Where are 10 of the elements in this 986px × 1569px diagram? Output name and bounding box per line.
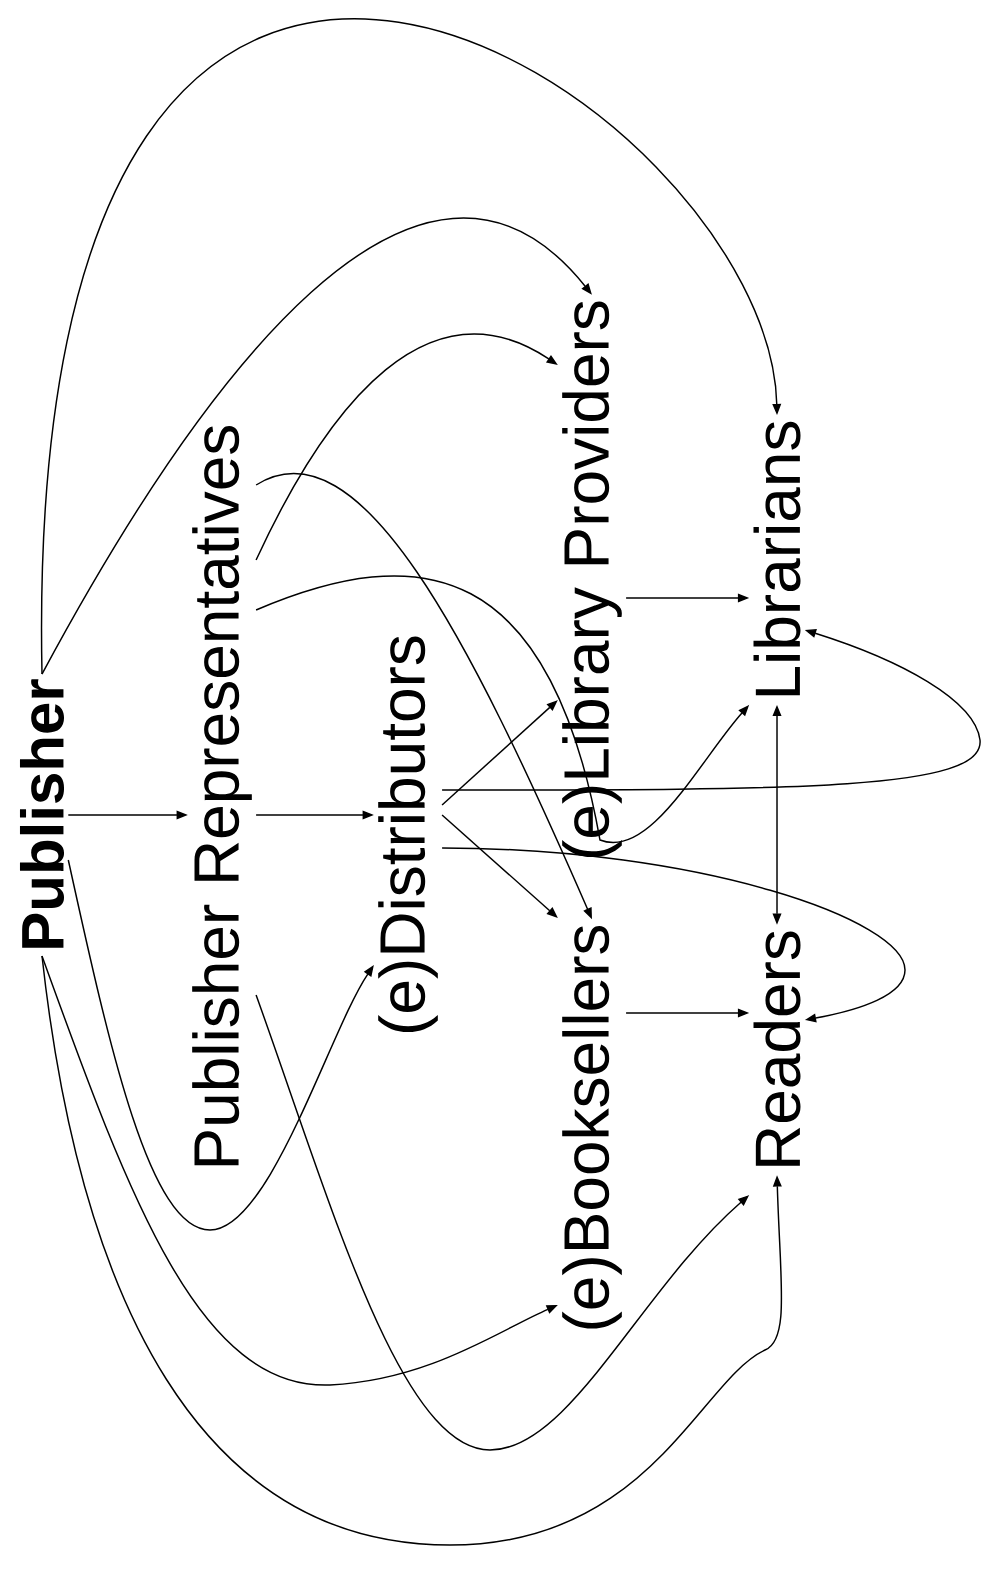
arrow bbox=[441, 629, 981, 791]
arrow bbox=[441, 847, 906, 1023]
actor-label: Publisher bbox=[19, 679, 65, 948]
actor-label: Readers bbox=[753, 931, 801, 1166]
actor-label: (e)Distributors bbox=[378, 636, 438, 1032]
arrow bbox=[441, 814, 558, 918]
arrow bbox=[67, 859, 374, 1231]
arrow bbox=[41, 955, 783, 1546]
arrow bbox=[441, 700, 558, 806]
actor-label: (e)Booksellers bbox=[562, 925, 622, 1329]
